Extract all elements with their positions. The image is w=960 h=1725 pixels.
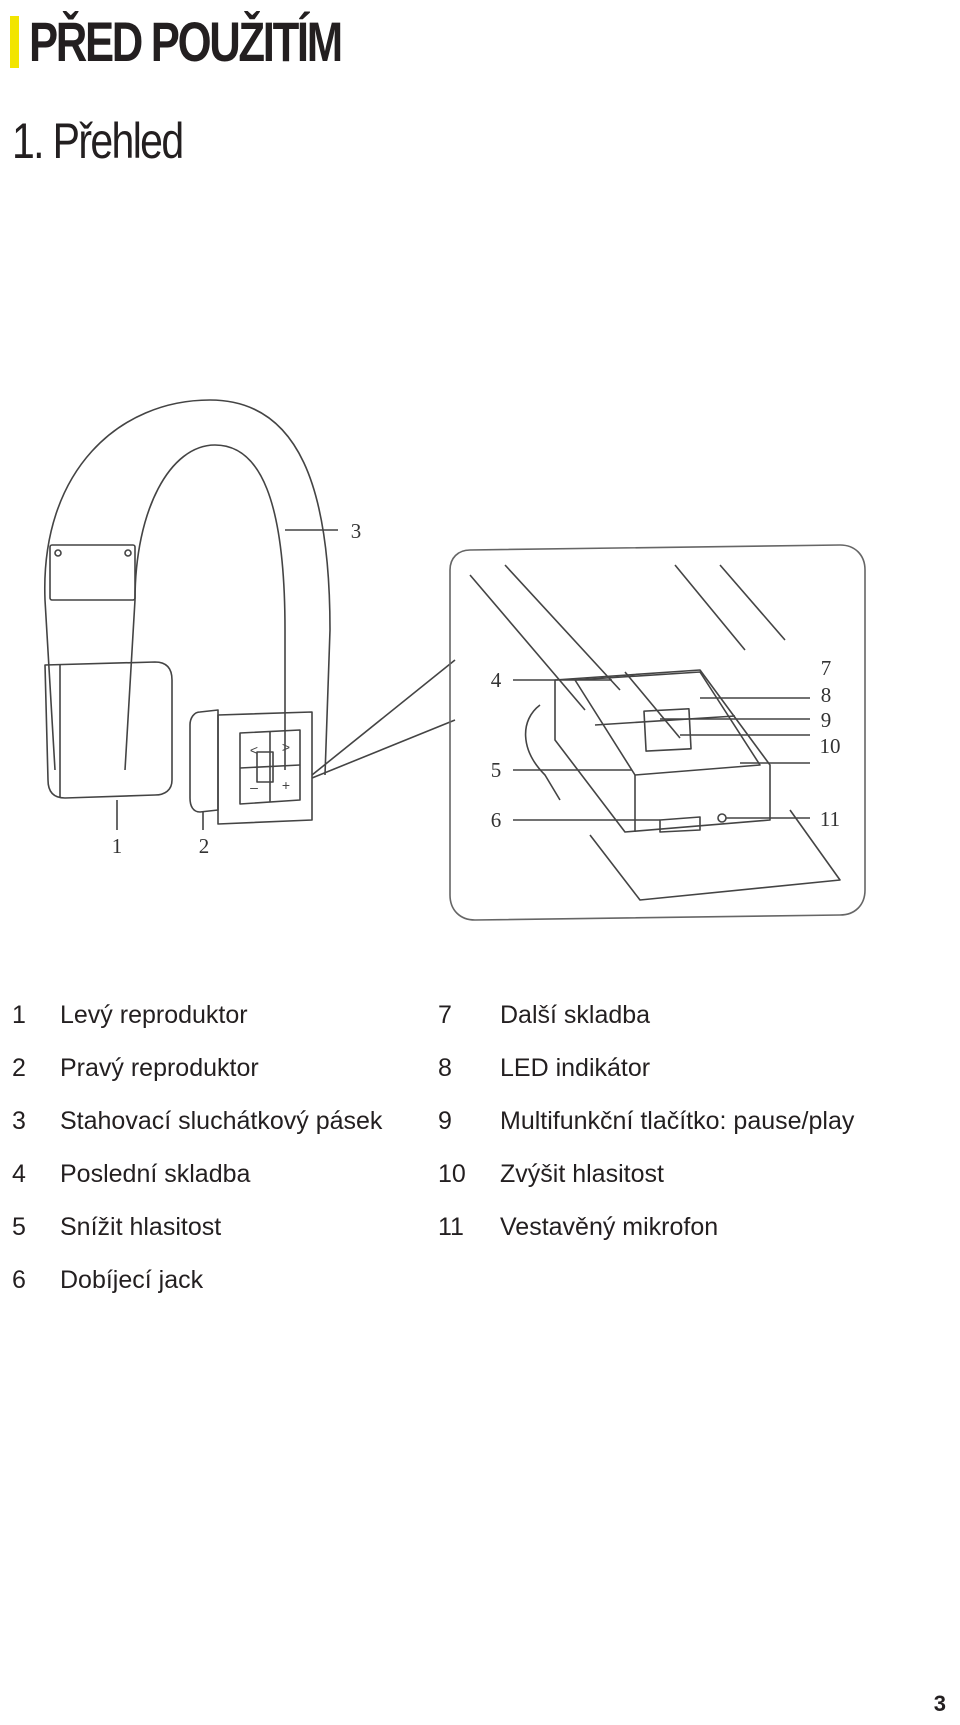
prev-button-glyph: < xyxy=(250,742,258,758)
callout-2: 2 xyxy=(199,834,210,858)
legend-number: 1 xyxy=(12,1001,26,1029)
callout-4: 4 xyxy=(491,668,502,692)
plus-button-glyph: + xyxy=(282,777,290,793)
page-subtitle: 1. Přehled xyxy=(12,113,184,169)
callout-10: 10 xyxy=(820,734,841,758)
legend-number: 10 xyxy=(438,1160,466,1188)
minus-button-glyph: – xyxy=(250,779,258,795)
next-button-glyph: > xyxy=(282,739,290,755)
callout-6: 6 xyxy=(491,808,502,832)
legend-label: Dobíjecí jack xyxy=(60,1266,204,1294)
legend-number: 6 xyxy=(12,1266,26,1294)
callout-11: 11 xyxy=(820,807,840,831)
page-number: 3 xyxy=(933,1691,946,1716)
legend-number: 9 xyxy=(438,1107,452,1135)
legend-label: Levý reproduktor xyxy=(60,1001,248,1029)
callout-5: 5 xyxy=(491,758,502,782)
legend-label: Snížit hlasitost xyxy=(60,1213,222,1241)
legend-number: 3 xyxy=(12,1107,26,1135)
legend-label: Poslední skladba xyxy=(60,1160,251,1188)
legend-number: 4 xyxy=(12,1160,26,1188)
legend-number: 5 xyxy=(12,1213,26,1241)
section-header: PŘED POUŽITÍM xyxy=(10,14,429,70)
legend-label: Zvýšit hlasitost xyxy=(500,1160,664,1188)
headphones-diagram: < > – + 1 2 3 4 5 6 7 8 9 10 11 xyxy=(44,399,866,921)
legend-label: Stahovací sluchátkový pásek xyxy=(60,1107,383,1135)
legend-label: Pravý reproduktor xyxy=(60,1054,259,1082)
section-title: PŘED POUŽITÍM xyxy=(29,10,343,73)
callout-3: 3 xyxy=(351,519,362,543)
accent-bar xyxy=(10,16,19,68)
callout-7: 7 xyxy=(821,656,832,680)
callout-1: 1 xyxy=(112,834,123,858)
legend-number: 7 xyxy=(438,1001,452,1029)
callout-9: 9 xyxy=(821,708,832,732)
legend-number: 2 xyxy=(12,1054,26,1082)
legend-label: Multifunkční tlačítko: pause/play xyxy=(500,1107,855,1135)
callout-8: 8 xyxy=(821,683,832,707)
legend-label: Vestavěný mikrofon xyxy=(500,1213,719,1241)
legend-number: 11 xyxy=(438,1213,464,1241)
legend-label: LED indikátor xyxy=(500,1054,651,1082)
legend-label: Další skladba xyxy=(500,1001,651,1029)
legend-number: 8 xyxy=(438,1054,452,1082)
